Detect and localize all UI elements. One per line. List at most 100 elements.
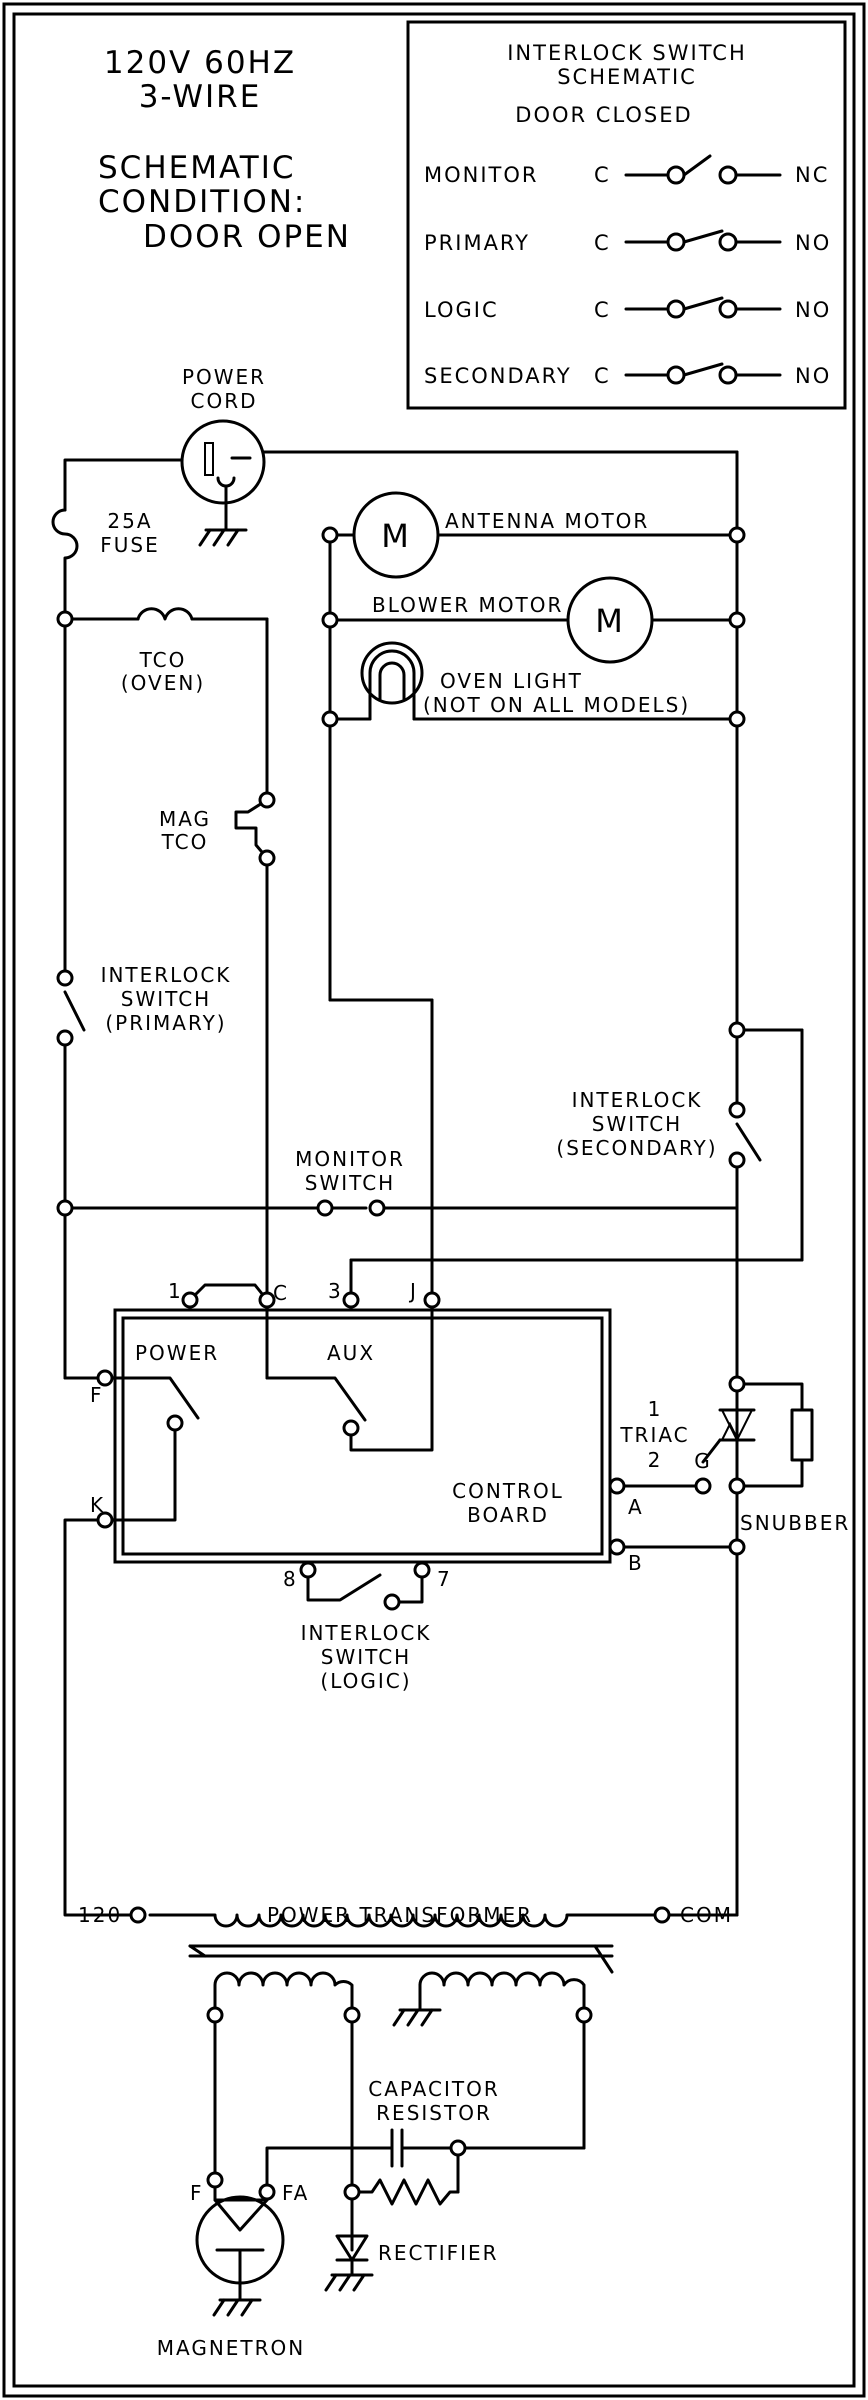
snubber: SNUBBER bbox=[740, 1408, 850, 1535]
legend-row-common: C bbox=[594, 364, 611, 388]
fuse-label-2: FUSE bbox=[100, 533, 159, 557]
legend-row-state: NO bbox=[795, 231, 831, 255]
terminal-b-label: B bbox=[628, 1551, 644, 1575]
terminal-1-label: 1 bbox=[168, 1279, 183, 1303]
legend-row-logic: LOGIC C NO bbox=[424, 296, 831, 322]
tco-oven: TCO (OVEN) bbox=[121, 607, 203, 695]
monitor-label-2: SWITCH bbox=[305, 1171, 395, 1195]
control-power-label: POWER bbox=[135, 1341, 219, 1365]
terminal-3-label: 3 bbox=[328, 1279, 343, 1303]
oven-light-label-1: OVEN LIGHT bbox=[440, 669, 583, 693]
header-condition-2: CONDITION: bbox=[98, 184, 306, 220]
control-board-outer bbox=[113, 1308, 612, 1564]
tco-label-1: TCO bbox=[139, 648, 187, 672]
tap-com-label: COM bbox=[680, 1903, 733, 1927]
blower-motor-label: BLOWER MOTOR bbox=[372, 593, 563, 617]
triac-label: TRIAC bbox=[619, 1423, 689, 1447]
header-condition-3: DOOR OPEN bbox=[143, 219, 351, 255]
terminal-labels: 1 C 3 J F K A B 8 7 bbox=[90, 1279, 644, 1591]
terminal-8-label: 8 bbox=[283, 1567, 298, 1591]
legend-subtitle: DOOR CLOSED bbox=[515, 103, 692, 127]
terminal-7-label: 7 bbox=[437, 1567, 452, 1591]
capacitor-label-2: RESISTOR bbox=[376, 2101, 492, 2125]
secondary-label-1: INTERLOCK bbox=[572, 1088, 703, 1112]
header-power-spec: 120V 60HZ bbox=[104, 45, 296, 81]
legend-row-common: C bbox=[594, 163, 611, 187]
terminal-j-label: J bbox=[408, 1279, 418, 1303]
tap-120-label: 120 bbox=[78, 1903, 122, 1927]
legend-row-label: LOGIC bbox=[424, 298, 499, 322]
power-cord: POWER CORD bbox=[180, 365, 266, 547]
power-cord-label-2: CORD bbox=[190, 389, 257, 413]
terminal-c-label: C bbox=[273, 1281, 289, 1305]
legend-title-2: SCHEMATIC bbox=[557, 65, 697, 89]
capacitor-resistor: CAPACITOR RESISTOR bbox=[368, 2077, 499, 2168]
control-board-inner bbox=[121, 1316, 604, 1556]
control-board: POWER AUX CONTROL BOARD bbox=[113, 1308, 612, 1564]
hv-wiring bbox=[213, 2013, 586, 2252]
interlock-legend: INTERLOCK SWITCH SCHEMATIC DOOR CLOSED M… bbox=[406, 20, 847, 410]
oven-light: OVEN LIGHT (NOT ON ALL MODELS) bbox=[360, 641, 688, 721]
secondary-label-3: (SECONDARY) bbox=[556, 1136, 717, 1160]
magnetron-fa-label: FA bbox=[282, 2181, 309, 2205]
antenna-motor-symbol: M bbox=[381, 517, 411, 555]
power-transformer: POWER TRANSFORMER 120 COM bbox=[78, 1903, 733, 2027]
rectifier-label: RECTIFIER bbox=[378, 2241, 499, 2265]
control-board-label-1: CONTROL bbox=[452, 1479, 564, 1503]
primary-label-3: (PRIMARY) bbox=[105, 1011, 226, 1035]
connection-nodes bbox=[56, 526, 746, 2201]
triac: 1 TRIAC 2 G bbox=[619, 1397, 756, 1473]
legend-row-state: NO bbox=[795, 298, 831, 322]
antenna-motor: M ANTENNA MOTOR bbox=[352, 491, 649, 579]
mag-tco: MAG TCO bbox=[159, 798, 269, 860]
rectifier: RECTIFIER bbox=[324, 2234, 499, 2292]
legend-title-1: INTERLOCK SWITCH bbox=[507, 41, 747, 65]
legend-row-label: PRIMARY bbox=[424, 231, 530, 255]
fuse-label-1: 25A bbox=[107, 509, 152, 533]
blower-motor: M BLOWER MOTOR bbox=[372, 576, 654, 664]
blower-motor-symbol: M bbox=[595, 602, 625, 640]
mag-tco-label-2: TCO bbox=[161, 830, 209, 854]
legend-row-secondary: SECONDARY C NO bbox=[424, 362, 831, 388]
snubber-label: SNUBBER bbox=[740, 1511, 850, 1535]
triac-gate-label: G bbox=[694, 1449, 712, 1473]
capacitor-label-1: CAPACITOR bbox=[368, 2077, 499, 2101]
legend-row-state: NO bbox=[795, 364, 831, 388]
logic-label-2: SWITCH bbox=[321, 1645, 411, 1669]
header-wire-spec: 3-WIRE bbox=[139, 79, 262, 115]
legend-row-label: MONITOR bbox=[424, 163, 539, 187]
mag-tco-label-1: MAG bbox=[159, 807, 211, 831]
triac-label-1: 1 bbox=[648, 1397, 663, 1421]
transformer-label: POWER TRANSFORMER bbox=[267, 1903, 533, 1927]
terminal-a-label: A bbox=[628, 1495, 644, 1519]
header-condition-1: SCHEMATIC bbox=[98, 150, 296, 186]
legend-box bbox=[406, 20, 847, 410]
power-cord-label-1: POWER bbox=[182, 365, 266, 389]
primary-label-1: INTERLOCK bbox=[101, 963, 232, 987]
legend-row-monitor: MONITOR C NC bbox=[424, 154, 829, 187]
control-board-label-2: BOARD bbox=[467, 1503, 549, 1527]
antenna-motor-label: ANTENNA MOTOR bbox=[445, 509, 649, 533]
legend-row-common: C bbox=[594, 231, 611, 255]
interlock-switch-secondary: INTERLOCK SWITCH (SECONDARY) bbox=[556, 1088, 762, 1162]
magnetron: F FA MAGNETRON bbox=[157, 2178, 309, 2360]
magnetron-f-label: F bbox=[190, 2181, 204, 2205]
legend-row-state: NC bbox=[795, 163, 829, 187]
control-aux-label: AUX bbox=[327, 1341, 375, 1365]
primary-label-2: SWITCH bbox=[121, 987, 211, 1011]
magnetron-label: MAGNETRON bbox=[157, 2336, 306, 2360]
monitor-switch: MONITOR SWITCH bbox=[295, 1147, 405, 1210]
interlock-switch-primary: INTERLOCK SWITCH (PRIMARY) bbox=[63, 963, 232, 1035]
legend-row-primary: PRIMARY C NO bbox=[424, 229, 831, 255]
monitor-label-1: MONITOR bbox=[295, 1147, 405, 1171]
terminal-f-label: F bbox=[90, 1383, 104, 1407]
logic-label-1: INTERLOCK bbox=[301, 1621, 432, 1645]
secondary-label-2: SWITCH bbox=[592, 1112, 682, 1136]
terminal-k-label: K bbox=[90, 1493, 105, 1517]
interlock-switch-logic: INTERLOCK SWITCH (LOGIC) bbox=[301, 1621, 432, 1693]
fuse-25a: 25A FUSE bbox=[100, 509, 159, 557]
header: 120V 60HZ 3-WIRE SCHEMATIC CONDITION: DO… bbox=[98, 45, 351, 255]
logic-label-3: (LOGIC) bbox=[320, 1669, 411, 1693]
